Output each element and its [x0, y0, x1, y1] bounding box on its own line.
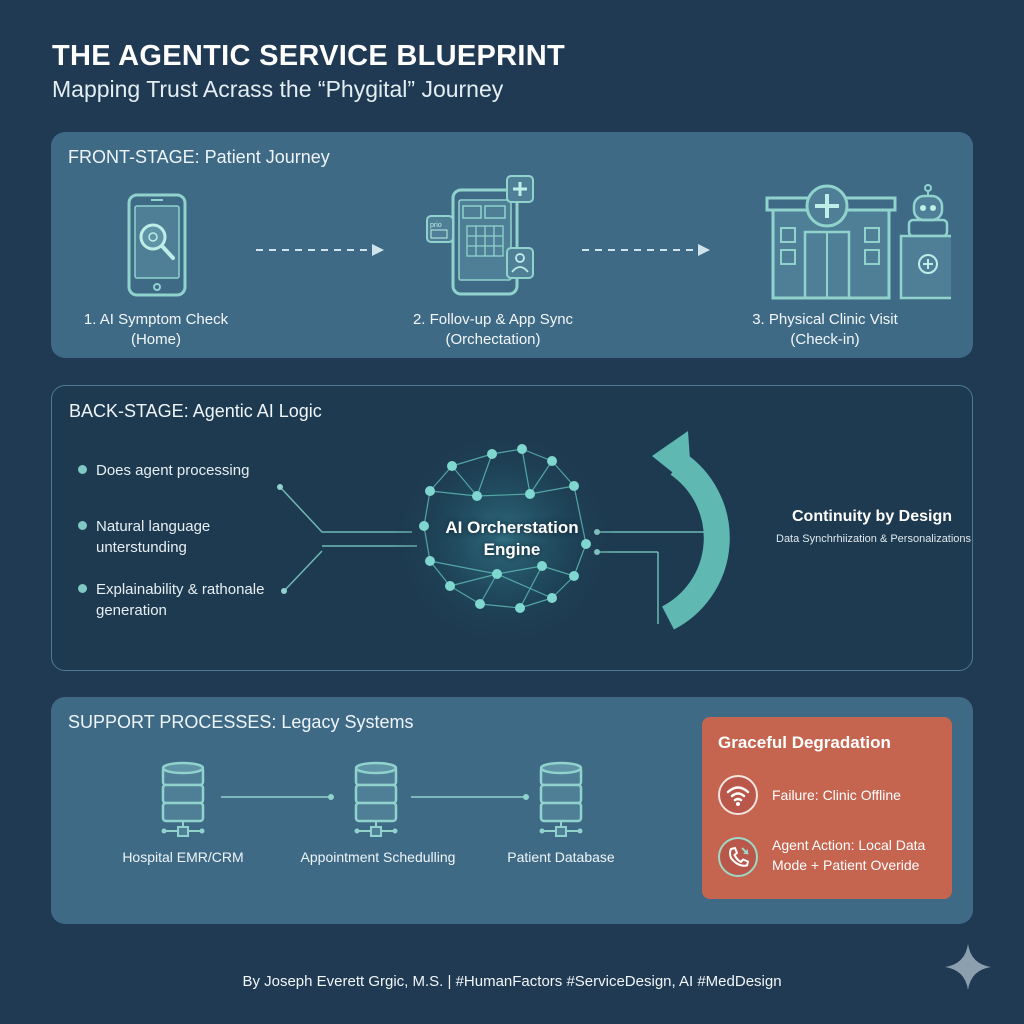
support-connectors [221, 794, 529, 800]
phone-call-icon [718, 837, 758, 877]
continuity-subtitle: Data Synchrhiization & Personalizations [776, 533, 972, 545]
phone-search-icon [127, 193, 187, 297]
support-title: SUPPORT PROCESSES: Legacy Systems [68, 712, 414, 732]
failure-text: Failure: Clinic Offline [772, 787, 901, 803]
database-icon [539, 761, 583, 837]
step-2-label: 2. Follov-up & App Sync (Orchectation) [412, 311, 574, 348]
front-stage-panel: FRONT-STAGE: Patient Journey prio [51, 132, 973, 358]
app-card-text: prio [430, 222, 442, 229]
engine-label: AI Orcherstation Engine [445, 518, 579, 559]
page-subtitle: Mapping Trust Acrass the “Phygital” Jour… [52, 76, 504, 102]
back-stage-panel: BACK-STAGE: Agentic AI Logic Does agent … [51, 385, 973, 671]
agent-action-text: Agent Action: Local Data Mode + Patient … [772, 837, 926, 873]
system-label-scheduling: Appointment Schedulling [300, 849, 456, 865]
degradation-item: Agent Action: Local Data Mode + Patient … [718, 833, 943, 881]
step-3-label: 3. Physical Clinic Visit (Check-in) [752, 311, 898, 348]
bullet-dot [78, 465, 87, 474]
degradation-title: Graceful Degradation [718, 733, 891, 752]
database-icon [161, 761, 205, 837]
wifi-icon [718, 775, 758, 815]
flow-arrow-1 [256, 244, 384, 256]
support-panel: SUPPORT PROCESSES: Legacy Systems [51, 697, 973, 924]
page-title: THE AGENTIC SERVICE BLUEPRINT [52, 40, 566, 72]
orchestration-network [277, 427, 730, 651]
degradation-item: Failure: Clinic Offline [718, 773, 943, 817]
step-1-label: 1. AI Symptom Check (Home) [83, 311, 229, 348]
graceful-degradation-box: Graceful Degradation Failure: Clinic Off… [702, 717, 952, 899]
back-stage-title: BACK-STAGE: Agentic AI Logic [69, 401, 322, 421]
system-label-emr: Hospital EMR/CRM [122, 849, 244, 865]
flow-arrow-2 [582, 244, 710, 256]
database-icon [354, 761, 398, 837]
clinic-robot-icon [765, 184, 951, 300]
system-label-patient-db: Patient Database [507, 849, 615, 865]
sparkle-icon [945, 944, 991, 990]
bullet-item: Natural language unterstunding [78, 516, 210, 558]
continuity-title: Continuity by Design [792, 508, 952, 525]
bullet-item: Explainability & rathonale generation [78, 579, 264, 621]
bullet-dot [78, 521, 87, 530]
tablet-calendar-icon: prio [426, 175, 534, 296]
bullet-item: Does agent processing [78, 460, 249, 481]
footer-credit: By Joseph Everett Grgic, M.S. | #HumanFa… [242, 973, 782, 990]
front-stage-title: FRONT-STAGE: Patient Journey [68, 147, 330, 167]
bullet-dot [78, 584, 87, 593]
